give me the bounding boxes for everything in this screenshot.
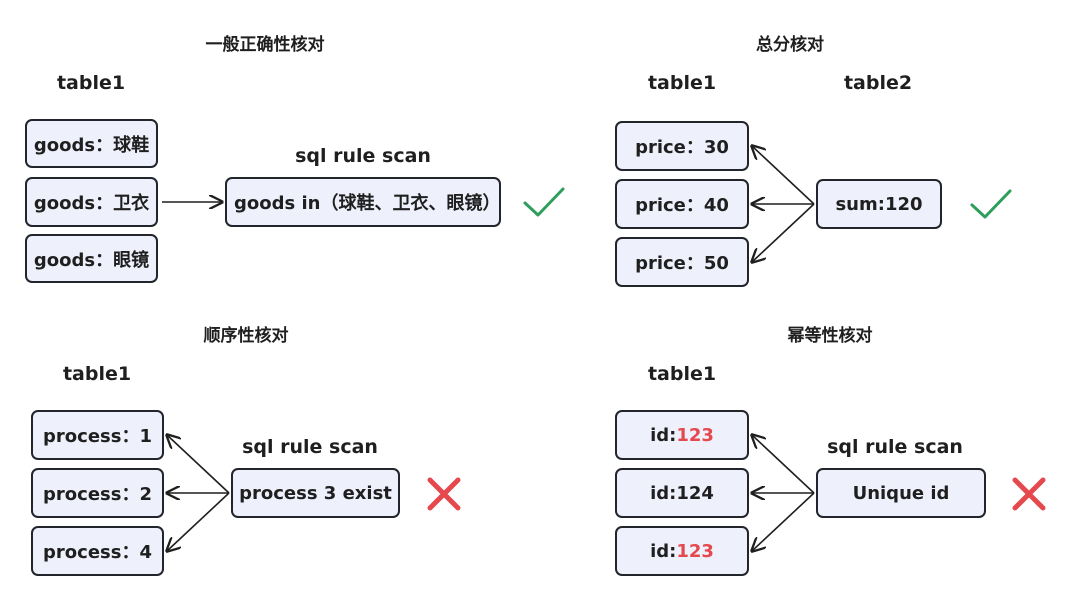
general-table-label: table1: [56, 72, 126, 94]
order-rule-box: process 3 exist: [231, 468, 400, 518]
cross-icon: [427, 477, 461, 511]
order-heading: 顺序性核对: [203, 326, 289, 346]
check-icon: [523, 187, 565, 217]
order-row-2: process：2: [31, 468, 164, 518]
idempotent-scan-label: sql rule scan: [827, 436, 963, 458]
cross-icon: [1012, 477, 1046, 511]
total-row-2: price：40: [615, 179, 749, 229]
id-prefix: id:: [650, 424, 677, 446]
order-row-1: process：1: [31, 410, 164, 460]
order-row-3: process：4: [31, 526, 164, 576]
general-row-2: goods：卫衣: [25, 177, 158, 227]
total-arrow-1: [752, 146, 815, 205]
id-prefix: id:: [650, 540, 677, 562]
check-icon: [970, 189, 1012, 219]
idempotent-row-2: id:124: [615, 468, 749, 518]
total-table1-label: table1: [647, 72, 717, 94]
total-row-3: price：50: [615, 237, 749, 287]
order-arrow-3: [167, 492, 230, 551]
id-prefix: id:124: [650, 482, 714, 504]
duplicate-id-value: 123: [676, 540, 714, 562]
general-row-3: goods：眼镜: [25, 234, 158, 283]
total-table2-label: table2: [843, 72, 913, 94]
total-heading: 总分核对: [756, 35, 824, 55]
idempotent-table-label: table1: [647, 363, 717, 385]
duplicate-id-value: 123: [676, 424, 714, 446]
order-table-label: table1: [62, 363, 132, 385]
general-scan-label: sql rule scan: [295, 145, 431, 167]
total-row-1: price：30: [615, 121, 749, 171]
total-sum-box: sum:120: [816, 179, 942, 229]
idempotent-heading: 幂等性核对: [787, 326, 873, 346]
order-arrow-1: [167, 435, 230, 494]
total-arrow-3: [752, 203, 815, 262]
general-row-1: goods：球鞋: [25, 119, 158, 168]
idempotent-arrow-3: [752, 492, 815, 551]
idempotent-rule-box: Unique id: [816, 468, 986, 518]
general-rule-box: goods in（球鞋、卫衣、眼镜）: [225, 177, 501, 227]
general-heading: 一般正确性核对: [205, 35, 325, 55]
idempotent-row-3: id:123: [615, 526, 749, 576]
order-scan-label: sql rule scan: [242, 436, 378, 458]
idempotent-arrow-1: [752, 435, 815, 494]
idempotent-row-1: id:123: [615, 410, 749, 460]
